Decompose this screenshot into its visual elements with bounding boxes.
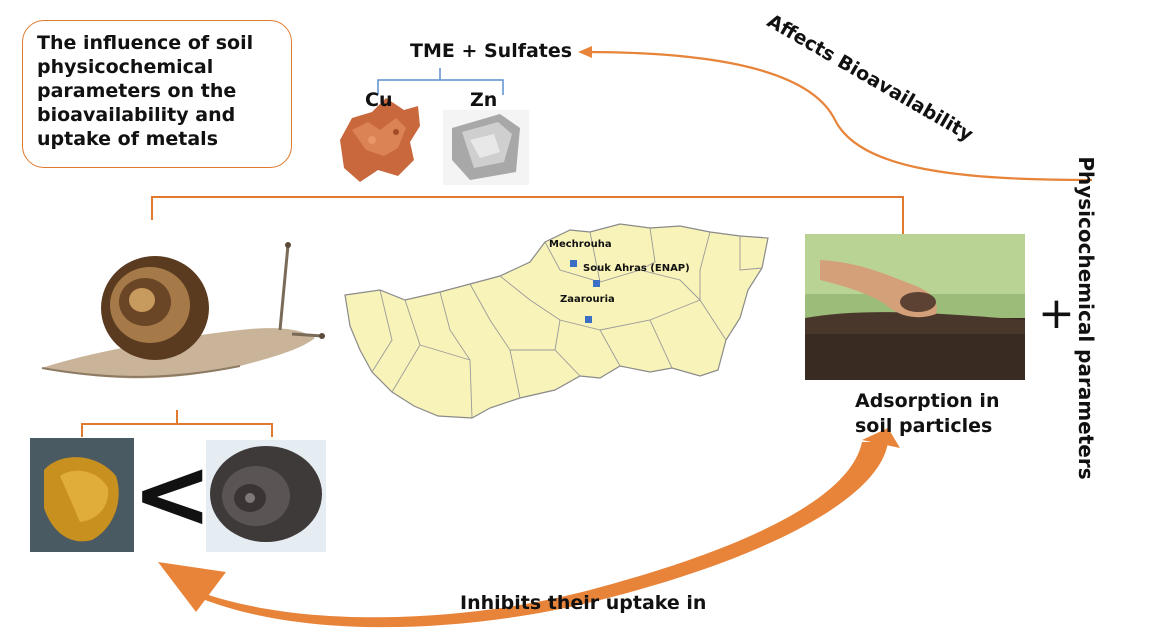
title-line-2: physicochemical (37, 56, 214, 78)
tme-label: TME + Sulfates (410, 40, 573, 62)
affects-arrowhead (578, 46, 592, 58)
title-line-1: The influence of soil (37, 32, 254, 54)
adsorption-line-2: soil particles (855, 415, 993, 437)
site-label-1: Mechrouha (549, 239, 612, 250)
site-marker-3 (585, 316, 592, 323)
physico-label: Physicochemical parameters (1074, 156, 1098, 480)
affects-arrow-line (584, 50, 1093, 182)
snail-image (41, 242, 325, 379)
soil-photo (805, 234, 1025, 380)
adsorption-line-1: Adsorption in (855, 390, 1000, 412)
site-marker-2 (593, 280, 600, 287)
cu-label: Cu (365, 89, 393, 111)
tme-bracket (377, 68, 504, 95)
site-marker-1 (570, 260, 577, 267)
zinc-image (443, 110, 529, 185)
inhibits-label: Inhibits their uptake in (460, 592, 707, 614)
site-label-2: Souk Ahras (ENAP) (583, 263, 690, 274)
tissue-photo (30, 438, 134, 552)
title-line-4: bioavailability and (37, 104, 236, 126)
region-map (344, 223, 769, 419)
inhibits-arrow-tail (862, 428, 900, 448)
site-label-3: Zaarouria (560, 294, 615, 305)
title-box: The influence of soil physicochemical pa… (22, 20, 292, 168)
title-line-3: parameters on the (37, 80, 237, 102)
copper-image (340, 98, 420, 182)
title-line-5: uptake of metals (37, 128, 219, 150)
snail-bracket (81, 410, 273, 437)
inhibits-arrowhead (158, 562, 226, 612)
less-than-symbol: < (132, 438, 213, 550)
top-bracket (151, 196, 904, 235)
zn-label: Zn (470, 89, 498, 111)
shell-photo (206, 440, 326, 552)
plus-symbol: + (1038, 288, 1075, 339)
